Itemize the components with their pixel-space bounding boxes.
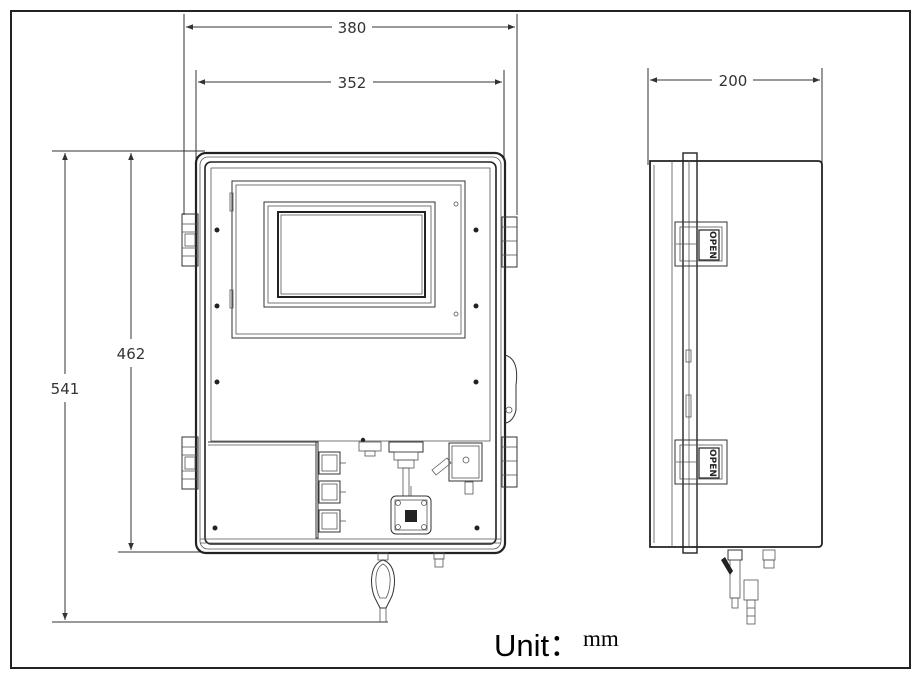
front-view-enclosure xyxy=(194,151,507,555)
drain-handle xyxy=(371,552,395,622)
side-latch-top-label: OPEN xyxy=(707,231,717,259)
side-drain-valve xyxy=(721,549,743,609)
dimension-380-label: 380 xyxy=(338,19,367,37)
front-side-bump xyxy=(504,354,518,424)
dimension-352: 352 xyxy=(195,70,505,160)
side-latch-top: OPEN xyxy=(674,221,728,267)
terminal-box xyxy=(208,441,319,539)
display-screen xyxy=(277,211,426,298)
display-module xyxy=(229,180,466,339)
dimension-352-label: 352 xyxy=(338,74,367,92)
unit-label: Unit： xyxy=(494,628,581,663)
mounting-screws xyxy=(212,227,480,531)
unit-value: mm xyxy=(583,626,619,651)
inlet-fitting xyxy=(433,552,445,568)
dimension-541-label: 541 xyxy=(51,380,80,398)
front-hinge-left-top xyxy=(181,213,199,267)
dimension-380: 380 xyxy=(183,14,518,215)
dimension-462-label: 462 xyxy=(117,345,146,363)
side-latch-bottom-label: OPEN xyxy=(707,449,717,477)
dimension-462: 462 xyxy=(117,150,205,553)
front-latch-right-top xyxy=(501,216,518,268)
side-outlet-fitting xyxy=(743,549,776,625)
front-hinge-left-bottom xyxy=(181,436,199,490)
cable-glands xyxy=(318,451,346,533)
side-view-enclosure xyxy=(649,152,823,554)
drawing-border xyxy=(10,10,911,669)
side-latch-bottom: OPEN xyxy=(674,439,728,485)
dimension-200-label: 200 xyxy=(719,72,748,90)
front-latch-right-bottom xyxy=(501,436,518,488)
flow-cell-assembly xyxy=(358,441,483,497)
dimension-200: 200 xyxy=(647,68,823,165)
valve-block xyxy=(390,486,432,535)
dimension-541: 541 xyxy=(51,150,388,623)
